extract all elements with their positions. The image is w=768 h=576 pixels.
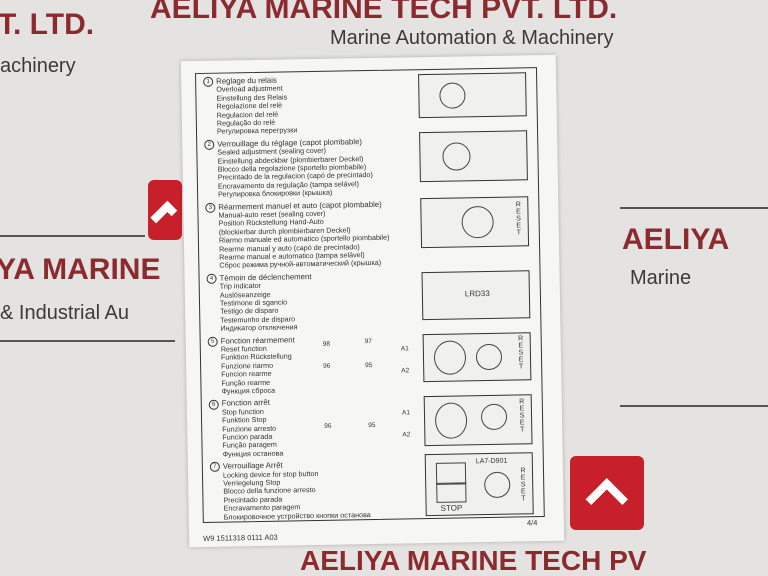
reset-label: RESET — [519, 398, 525, 434]
watermark-tagline-mid-left: & Industrial Au — [0, 302, 129, 324]
section-number-badge: 6 — [208, 399, 219, 410]
watermark-divider — [0, 340, 175, 342]
figure-manual-auto-reset: RESET — [420, 196, 530, 249]
section-line: Регулировка блокировки (крышка) — [218, 187, 333, 199]
watermark-tagline-right: Marine — [630, 267, 692, 289]
watermark-brand-bottom: AELIYA MARINE TECH PV — [300, 545, 647, 576]
terminal-95: 95 — [365, 362, 373, 370]
watermark-divider — [620, 207, 768, 209]
watermark-brand-right: AELIYA — [622, 223, 730, 256]
terminal-97: 97 — [364, 338, 373, 346]
section-number-badge: 5 — [207, 336, 218, 347]
watermark-brand-mid-left: YA MARINE — [0, 253, 161, 286]
lock-device-label: LA7-D901 — [475, 457, 508, 466]
watermark-tagline-top: Marine Automation & Machinery — [330, 27, 614, 49]
terminal-98: 98 — [322, 340, 331, 348]
watermark-logo-left — [148, 180, 182, 240]
coil-a1: A1 — [401, 409, 410, 417]
terminal-96: 96 — [324, 422, 332, 430]
section-line: Индикатор отключения — [220, 322, 298, 333]
reset-label: RESET — [520, 467, 526, 503]
stop-label: STOP — [440, 503, 463, 513]
figure-trip-indicator: LRD33 — [421, 270, 531, 321]
coil-a2: A2 — [401, 367, 410, 375]
terminal-96: 96 — [323, 362, 331, 370]
coil-a1: A1 — [400, 345, 409, 353]
coil-a2: A2 — [402, 431, 411, 439]
section-line: Функция сброса — [221, 385, 276, 396]
section-line: Блокировочное устройство кнопки останова — [223, 509, 371, 522]
trip-indicator-label: LRD33 — [464, 288, 490, 299]
watermark-divider — [620, 405, 768, 407]
watermark-divider — [0, 235, 145, 237]
section-line: Регулировка перегрузки — [216, 125, 298, 137]
page-number: 4/4 — [526, 518, 538, 528]
reset-label: RESET — [518, 335, 524, 371]
document-code: W9 1511318 0111 A03 — [203, 532, 278, 543]
section-number-badge: 3 — [205, 202, 216, 213]
section-line: Функция останова — [222, 448, 284, 459]
figure-reset-function: RESET — [422, 332, 532, 383]
section-number-badge: 2 — [204, 139, 215, 150]
reset-label: RESET — [515, 201, 522, 237]
figure-stop-function: RESET — [423, 394, 533, 447]
watermark-tagline-top-left: achinery — [0, 55, 76, 77]
watermark-logo-bottom — [570, 456, 644, 530]
figure-sealed-adjustment — [419, 130, 528, 183]
figure-overload-adjustment — [418, 72, 527, 119]
section-line: Сброс режима ручной-автоматический (крыш… — [219, 258, 382, 271]
terminal-95: 95 — [368, 421, 376, 430]
watermark-brand-top: AELIYA MARINE TECH PVT. LTD. — [150, 0, 618, 25]
watermark-brand-top-left: T. LTD. — [0, 8, 95, 41]
